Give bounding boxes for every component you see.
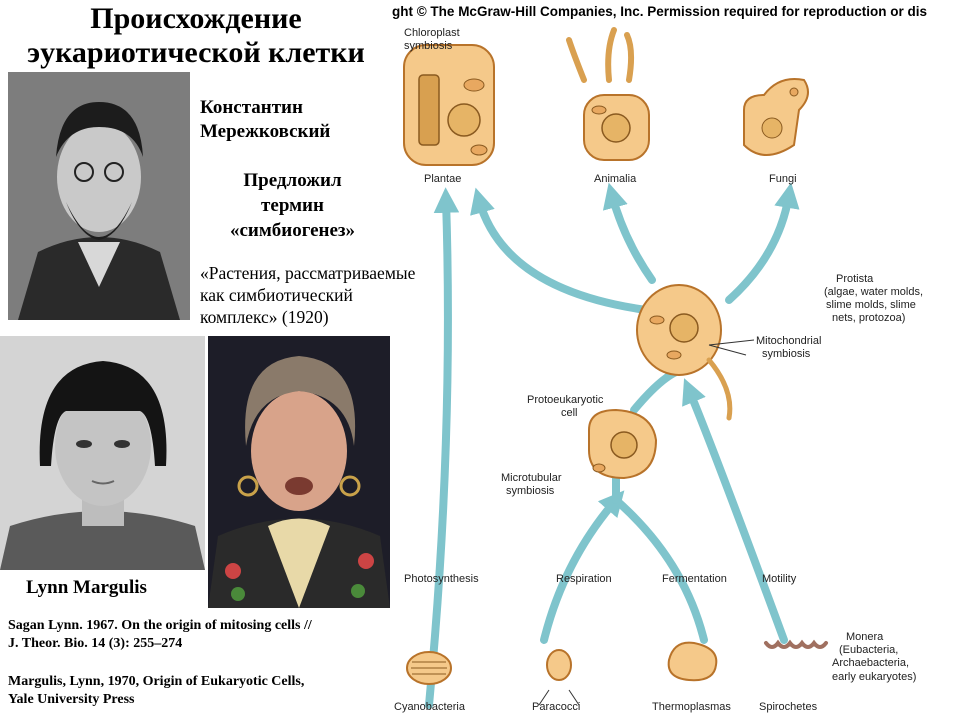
paracocci-label: Paracocci: [532, 701, 580, 713]
thermoplasmas-label: Thermoplasmas: [652, 701, 731, 713]
mito-label-2: symbiosis: [762, 348, 811, 360]
title-line-2: эукариотической клетки: [27, 36, 365, 69]
arrow-fermentation: [612, 496, 708, 644]
protista-label-2: (algae, water molds,: [824, 286, 923, 298]
proposal-line-3: «симбиогенез»: [229, 220, 356, 241]
photosynthesis-label: Photosynthesis: [404, 573, 479, 585]
animalia-cell-icon: [566, 27, 650, 161]
arrow-protista-to-fungi: [725, 182, 800, 304]
quote-line-1: «Растения, рассматриваемые: [200, 263, 416, 283]
slide-title: Происхождение эукариотической клетки: [0, 2, 392, 70]
evolution-arrows: [425, 182, 800, 709]
copyright-notice: ght © The McGraw-Hill Companies, Inc. Pe…: [392, 4, 927, 19]
protista-label-1: Protista: [836, 273, 874, 285]
monera-label-1: Monera: [846, 631, 884, 643]
proposal-line-2: термин: [261, 195, 324, 216]
protista-label-3: slime molds, slime: [826, 299, 916, 311]
scientist-name: Константин Мережковский: [200, 96, 385, 144]
monera-label-4: early eukaryotes): [832, 671, 916, 683]
fermentation-label: Fermentation: [662, 573, 727, 585]
chloroplast-label-1: Chloroplast: [404, 27, 460, 39]
title-line-1: Происхождение: [90, 2, 302, 35]
quote-line-2: как симбиотический: [200, 285, 353, 305]
protista-label-4: nets, protozoa): [832, 312, 905, 324]
plantae-label: Plantae: [424, 173, 461, 185]
proposal-text: Предложил термин «симбиогенез»: [200, 168, 385, 243]
arrow-proto-to-protista: [630, 368, 680, 414]
protista-cell-icon: [636, 284, 755, 421]
cyanobacteria-icon: [406, 651, 452, 685]
plantae-cell-icon: [403, 44, 495, 166]
name-line-2: Мережковский: [200, 121, 331, 142]
margulis-later-portrait: [208, 336, 390, 608]
arrow-cyanobacteria-to-plantae: [425, 187, 460, 709]
symbiogenesis-diagram: ght © The McGraw-Hill Companies, Inc. Pe…: [384, 0, 960, 720]
monera-label-2: (Eubacteria,: [839, 644, 898, 656]
spirochetes-icon: [764, 639, 828, 649]
reference1-line-1: Sagan Lynn. 1967. On the origin of mitos…: [8, 618, 312, 633]
diagram-svg: ght © The McGraw-Hill Companies, Inc. Pe…: [392, 4, 927, 713]
fungi-cell-icon: [743, 78, 809, 156]
arrow-protista-to-plantae: [470, 187, 650, 314]
arrow-protista-to-animalia: [602, 182, 656, 284]
spirochetes-label: Spirochetes: [759, 701, 818, 713]
mito-label-1: Mitochondrial: [756, 335, 821, 347]
animalia-label: Animalia: [594, 173, 637, 185]
margulis-young-portrait: [0, 336, 205, 570]
margulis-caption: Lynn Margulis: [26, 577, 147, 598]
thermoplasmas-icon: [667, 641, 718, 682]
name-line-1: Константин: [200, 97, 303, 118]
merezhkovsky-portrait: [8, 72, 190, 320]
chloroplast-label-2: symbiosis: [404, 40, 453, 52]
arrow-respiration: [540, 490, 625, 644]
respiration-label: Respiration: [556, 573, 612, 585]
reference1-line-2: J. Theor. Bio. 14 (3): 255–274: [8, 636, 183, 651]
micro-label-1: Microtubular: [501, 472, 562, 484]
reference2-line-2: Yale University Press: [8, 692, 135, 707]
quote-line-3: комплекс» (1920): [200, 307, 329, 327]
monera-label-3: Archaebacteria,: [832, 657, 909, 669]
cyanobacteria-label: Cyanobacteria: [394, 701, 466, 713]
micro-label-2: symbiosis: [506, 485, 555, 497]
motility-label: Motility: [762, 573, 797, 585]
protoeukaryote-cell-icon: [588, 408, 658, 480]
reference2-line-1: Margulis, Lynn, 1970, Origin of Eukaryot…: [8, 674, 305, 689]
reference-margulis-1970: Margulis, Lynn, 1970, Origin of Eukaryot…: [8, 673, 392, 709]
paracocci-icon: [538, 649, 580, 706]
fungi-label: Fungi: [769, 173, 797, 185]
reference-sagan-1967: Sagan Lynn. 1967. On the origin of mitos…: [8, 617, 392, 653]
proto-label-2: cell: [561, 407, 578, 419]
proposal-line-1: Предложил: [243, 170, 342, 191]
quote-text: «Растения, рассматриваемые как симбиотич…: [200, 262, 440, 328]
proto-label-1: Protoeukaryotic: [527, 394, 604, 406]
arrow-motility: [682, 378, 788, 644]
